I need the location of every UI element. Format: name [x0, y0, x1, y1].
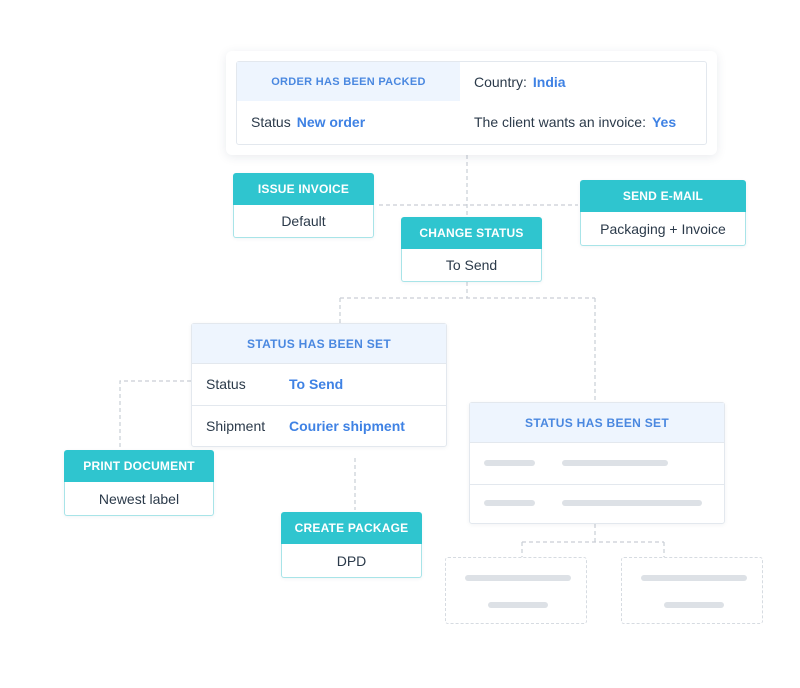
issue-invoice-value: Default — [233, 205, 374, 238]
placeholder-bar — [562, 460, 668, 466]
status-set-placeholder-title: STATUS HAS BEEN SET — [470, 403, 724, 442]
change-status-value: To Send — [401, 249, 542, 282]
placeholder-bar — [562, 500, 702, 506]
condition-row-value: Courier shipment — [289, 418, 405, 434]
status-label: Status — [251, 114, 291, 130]
placeholder-row — [470, 484, 724, 526]
placeholder-row — [470, 442, 724, 484]
status-set-placeholder-card[interactable]: STATUS HAS BEEN SET — [469, 402, 725, 524]
invoice-field: The client wants an invoice: Yes — [474, 114, 676, 130]
status-set-condition-card[interactable]: STATUS HAS BEEN SET Status To Send Shipm… — [191, 323, 447, 447]
issue-invoice-title: ISSUE INVOICE — [233, 173, 374, 205]
placeholder-bar — [465, 575, 571, 581]
print-document-title: PRINT DOCUMENT — [64, 450, 214, 482]
trigger-card-inner: ORDER HAS BEEN PACKED Country: India Stat… — [236, 61, 707, 145]
condition-row-key: Status — [206, 376, 246, 392]
change-status-card[interactable]: CHANGE STATUS To Send — [401, 217, 542, 282]
country-label: Country: — [474, 74, 527, 90]
print-document-card[interactable]: PRINT DOCUMENT Newest label — [64, 450, 214, 516]
placeholder-bar — [488, 602, 548, 608]
placeholder-bar — [484, 460, 535, 466]
status-value: New order — [296, 114, 366, 130]
condition-row: Status To Send — [192, 363, 446, 405]
invoice-value: Yes — [651, 114, 677, 130]
condition-row: Shipment Courier shipment — [192, 405, 446, 447]
send-email-value: Packaging + Invoice — [580, 212, 746, 246]
change-status-title: CHANGE STATUS — [401, 217, 542, 249]
condition-row-key: Shipment — [206, 418, 266, 434]
status-set-title: STATUS HAS BEEN SET — [192, 324, 446, 363]
send-email-title: SEND E-MAIL — [580, 180, 746, 212]
placeholder-bar — [484, 500, 535, 506]
condition-row-value: To Send — [289, 376, 344, 392]
create-package-value: DPD — [281, 544, 422, 578]
status-field: Status New order — [251, 114, 365, 130]
country-field: Country: India — [474, 74, 566, 90]
placeholder-bar — [641, 575, 747, 581]
country-value: India — [532, 74, 566, 90]
ghost-card-left — [445, 557, 587, 624]
create-package-card[interactable]: CREATE PACKAGE DPD — [281, 512, 422, 578]
create-package-title: CREATE PACKAGE — [281, 512, 422, 544]
issue-invoice-card[interactable]: ISSUE INVOICE Default — [233, 173, 374, 238]
send-email-card[interactable]: SEND E-MAIL Packaging + Invoice — [580, 180, 746, 246]
trigger-title: ORDER HAS BEEN PACKED — [237, 62, 460, 101]
trigger-card[interactable]: ORDER HAS BEEN PACKED Country: India Stat… — [226, 51, 717, 155]
placeholder-bar — [664, 602, 724, 608]
invoice-label: The client wants an invoice: — [474, 114, 646, 130]
ghost-card-right — [621, 557, 763, 624]
print-document-value: Newest label — [64, 482, 214, 516]
